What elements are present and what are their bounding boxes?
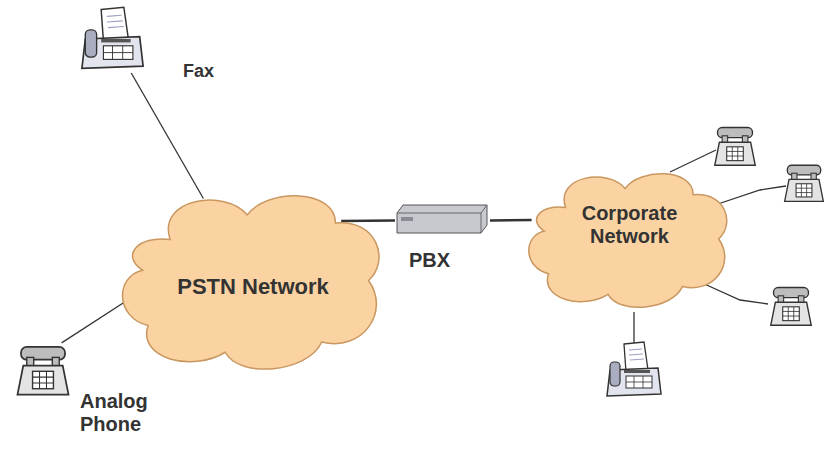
network-label: PSTN Network bbox=[177, 274, 329, 299]
link-line bbox=[62, 301, 127, 343]
wire bbox=[633, 312, 634, 346]
wire bbox=[670, 150, 716, 172]
pbx-edge bbox=[397, 205, 487, 233]
phone-icon bbox=[785, 165, 824, 201]
network-cloud: Corporate Network bbox=[523, 160, 736, 318]
link-line bbox=[341, 219, 395, 222]
link-line bbox=[131, 73, 203, 199]
network-label: Corporate Network bbox=[571, 202, 688, 248]
device-label: Analog Phone bbox=[80, 390, 192, 436]
link-line bbox=[490, 219, 532, 222]
fax-outline bbox=[75, 5, 150, 73]
pbx-light bbox=[401, 217, 413, 221]
pbx-outline bbox=[395, 203, 490, 235]
wire bbox=[700, 282, 768, 304]
phone-icon bbox=[771, 288, 811, 326]
cloud-shape bbox=[123, 196, 379, 369]
fax-icon bbox=[607, 342, 661, 396]
network-cloud: PSTN Network bbox=[115, 178, 391, 383]
cloud-shape bbox=[529, 174, 727, 308]
fax-icon bbox=[82, 7, 143, 68]
device-label: Fax bbox=[183, 61, 243, 82]
analog-phone: Analog Phone bbox=[12, 340, 74, 398]
device-label: PBX bbox=[409, 249, 479, 272]
phone-icon bbox=[715, 128, 755, 166]
pbx-device: PBX bbox=[395, 203, 490, 235]
phone-outline bbox=[12, 340, 74, 398]
wire bbox=[712, 186, 786, 206]
pbx-body bbox=[397, 205, 487, 233]
fax-machine: Fax bbox=[75, 5, 150, 73]
phone-icon bbox=[17, 347, 68, 395]
